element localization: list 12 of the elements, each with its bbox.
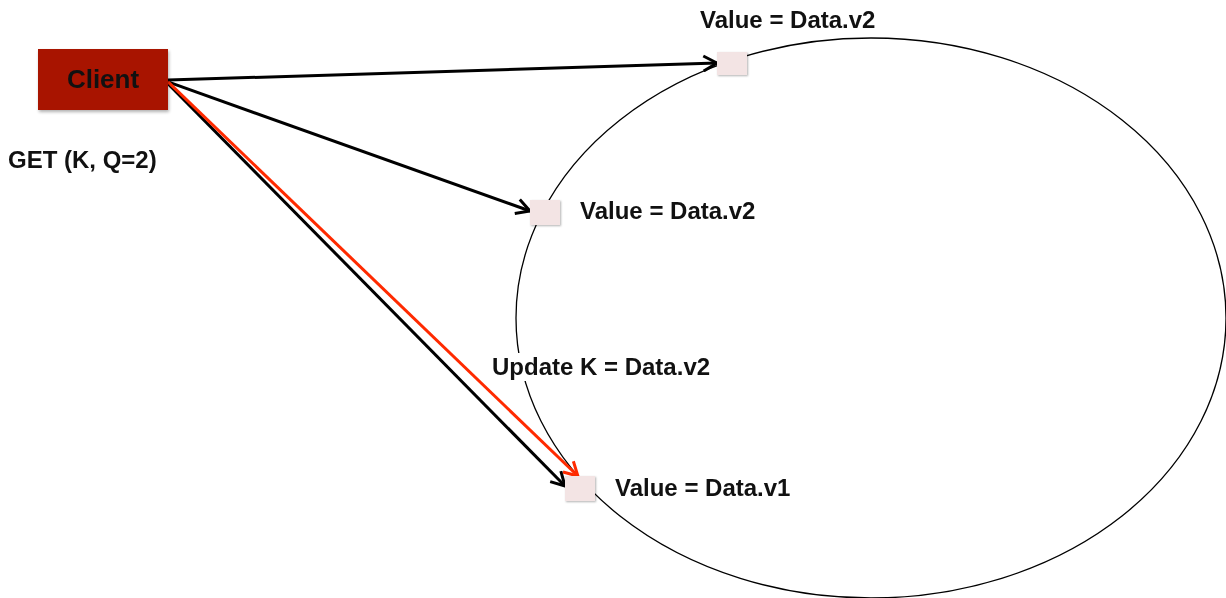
value-label: Value = Data.v1 bbox=[615, 474, 791, 502]
value-label: Value = Data.v2 bbox=[700, 6, 876, 34]
replica-square bbox=[717, 52, 747, 75]
replica-square bbox=[565, 476, 595, 501]
edge-label: Update K = Data.v2 bbox=[490, 353, 713, 381]
node-label: Client bbox=[66, 64, 140, 95]
arrow bbox=[167, 80, 532, 216]
client-box bbox=[38, 49, 168, 110]
replica-square bbox=[530, 200, 560, 225]
value-label: Value = Data.v2 bbox=[580, 197, 756, 225]
request-label: GET (K, Q=2) bbox=[8, 146, 157, 174]
arrow bbox=[167, 54, 719, 82]
